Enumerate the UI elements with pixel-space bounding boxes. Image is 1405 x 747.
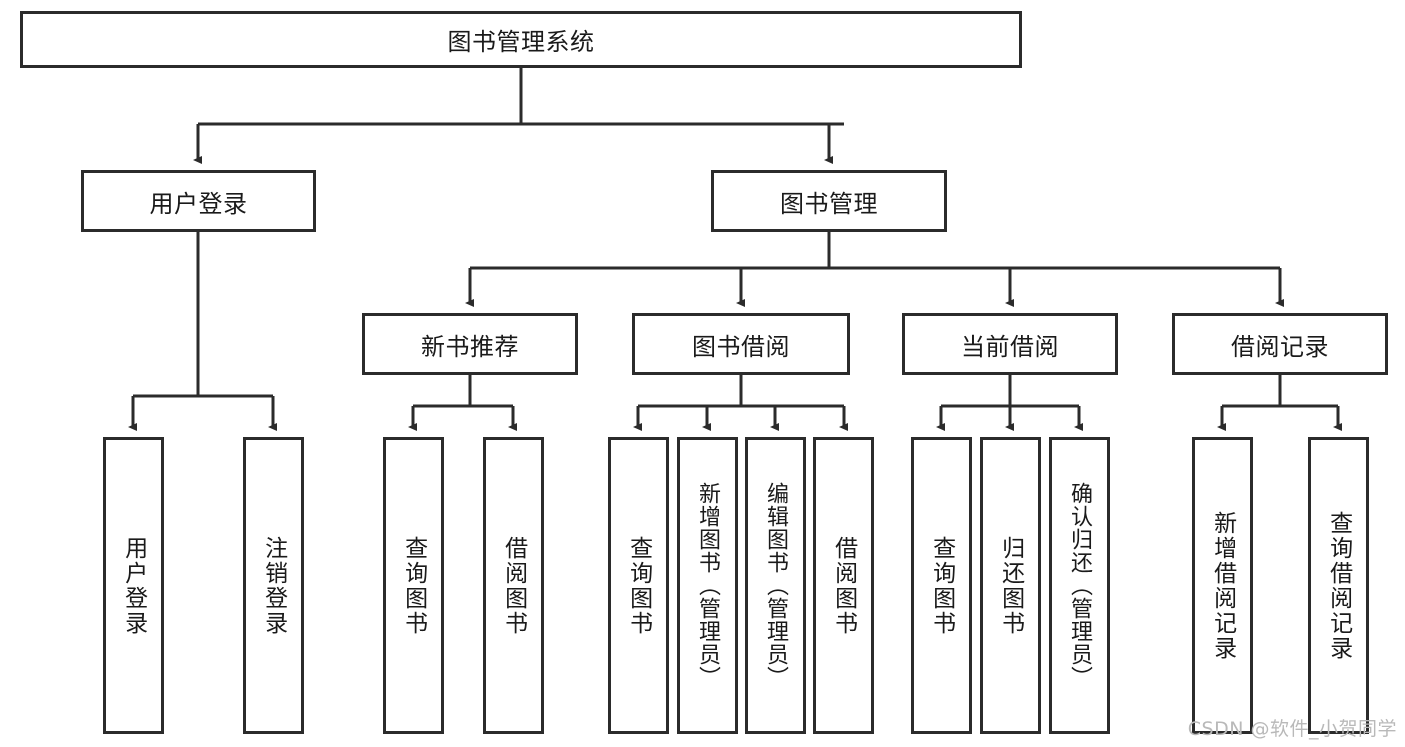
node-borrow-record[interactable]: 借阅记录 xyxy=(1172,313,1388,375)
leaf-logout[interactable]: 注销登录 xyxy=(243,437,304,734)
node-label: 借阅记录 xyxy=(1231,332,1329,361)
node-new-book-recommend[interactable]: 新书推荐 xyxy=(362,313,578,375)
node-label: 图书管理系统 xyxy=(447,28,595,56)
node-book-management[interactable]: 图书管理 xyxy=(711,170,947,232)
node-label: 用户登录 xyxy=(120,535,147,636)
node-label: 新增图书（管理员） xyxy=(695,482,721,689)
node-label: 图书借阅 xyxy=(692,332,790,361)
node-label: 编辑图书（管理员） xyxy=(763,482,789,689)
node-label: 用户登录 xyxy=(149,189,248,218)
watermark: CSDN @软件_小贺同学 xyxy=(1187,718,1397,740)
node-label: 借阅图书 xyxy=(830,535,857,636)
node-book-borrow[interactable]: 图书借阅 xyxy=(632,313,850,375)
leaf-borrow-book[interactable]: 借阅图书 xyxy=(813,437,874,734)
node-label: 查询图书 xyxy=(400,535,427,636)
leaf-user-login[interactable]: 用户登录 xyxy=(103,437,164,734)
node-label: 借阅图书 xyxy=(500,535,527,636)
leaf-add-borrow-record[interactable]: 新增借阅记录 xyxy=(1192,437,1253,734)
node-current-borrow[interactable]: 当前借阅 xyxy=(902,313,1118,375)
leaf-confirm-return-admin[interactable]: 确认归还（管理员） xyxy=(1049,437,1110,734)
leaf-query-book-recommend[interactable]: 查询图书 xyxy=(383,437,444,734)
leaf-borrow-book-recommend[interactable]: 借阅图书 xyxy=(483,437,544,734)
node-label: 当前借阅 xyxy=(961,332,1059,361)
node-label: 查询借阅记录 xyxy=(1325,510,1352,661)
leaf-return-book[interactable]: 归还图书 xyxy=(980,437,1041,734)
node-user-login[interactable]: 用户登录 xyxy=(81,170,316,232)
leaf-query-book-borrow[interactable]: 查询图书 xyxy=(608,437,669,734)
node-label: 注销登录 xyxy=(260,535,287,636)
node-label: 新增借阅记录 xyxy=(1209,510,1236,661)
node-label: 新书推荐 xyxy=(421,332,519,361)
leaf-query-borrow-record[interactable]: 查询借阅记录 xyxy=(1308,437,1369,734)
node-label: 查询图书 xyxy=(928,535,955,636)
node-label: 归还图书 xyxy=(997,535,1024,636)
leaf-add-book-admin[interactable]: 新增图书（管理员） xyxy=(677,437,738,734)
node-label: 图书管理 xyxy=(780,189,878,218)
leaf-query-book-current[interactable]: 查询图书 xyxy=(911,437,972,734)
node-label: 查询图书 xyxy=(625,535,652,636)
node-root-book-management-system[interactable]: 图书管理系统 xyxy=(20,11,1022,68)
leaf-edit-book-admin[interactable]: 编辑图书（管理员） xyxy=(745,437,806,734)
node-label: 确认归还（管理员） xyxy=(1067,482,1093,689)
